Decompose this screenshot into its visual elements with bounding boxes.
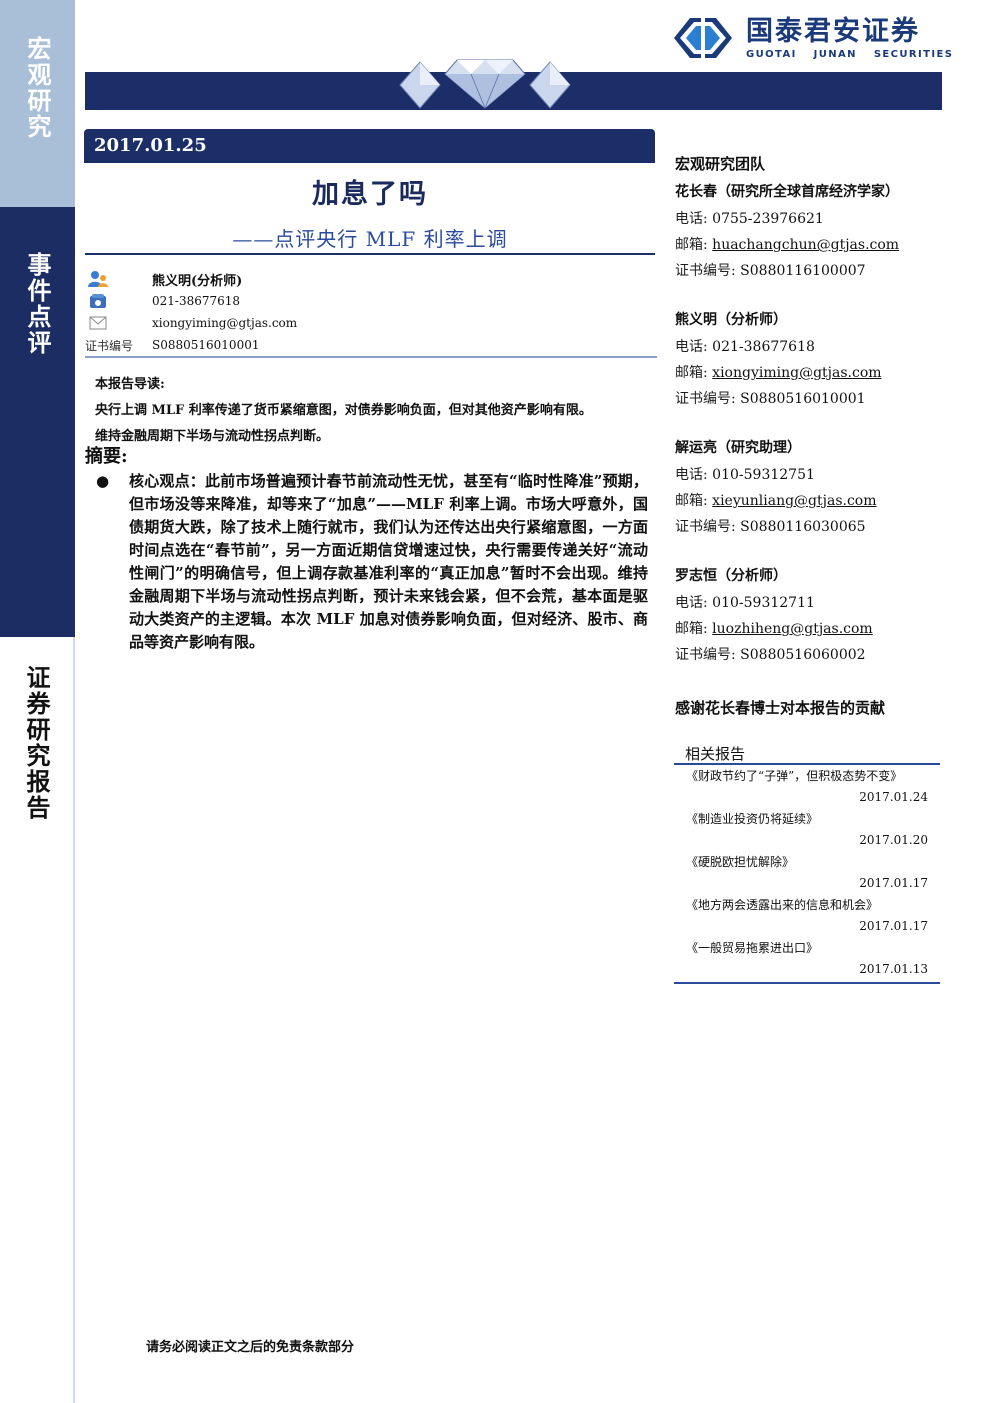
brand-name-cn: 国泰君安证券: [746, 15, 920, 47]
author-email[interactable]: xiongyiming@gtjas.com: [152, 316, 298, 330]
sidebar-category: 宏观研究: [0, 0, 75, 207]
related-item-date: 2017.01.17: [859, 876, 928, 890]
author-phone-row: 021-38677618: [85, 290, 655, 312]
email-label: 邮箱:: [675, 365, 708, 381]
member-cert: S0880516060002: [740, 647, 866, 663]
sidebar-type: 事件点评: [0, 207, 75, 637]
member-cert: S0880116030065: [740, 519, 866, 535]
member-email-link[interactable]: huachangchun@gtjas.com: [712, 237, 900, 253]
author-divider: [85, 356, 657, 358]
team-member: 熊义明（分析师） 电话: 021-38677618 邮箱: xiongyimin…: [675, 306, 941, 412]
cert-label: 证书编号:: [675, 391, 736, 407]
phone-label: 电话:: [675, 339, 708, 355]
member-name: 熊义明（分析师）: [675, 312, 787, 328]
author-email-row: xiongyiming@gtjas.com: [85, 312, 655, 334]
team-member: 解运亮（研究助理） 电话: 010-59312751 邮箱: xieyunlia…: [675, 434, 941, 540]
title-divider: [85, 253, 655, 255]
related-item-title: 《硬脱欧担忧解除》: [686, 855, 795, 869]
member-email-link[interactable]: luozhiheng@gtjas.com: [712, 621, 873, 637]
bullet-icon: ●: [96, 472, 110, 490]
report-date-bar: 2017.01.25: [84, 129, 655, 163]
brand-logo-icon: [674, 18, 732, 58]
member-name: 解运亮（研究助理）: [675, 440, 801, 456]
thanks-note: 感谢花长春博士对本报告的贡献: [675, 699, 886, 717]
diamond-decoration-icon: [399, 59, 571, 109]
member-name: 罗志恒（分析师）: [675, 568, 787, 584]
member-phone: 021-38677618: [712, 339, 815, 355]
phone-icon: [90, 294, 106, 308]
related-item-title: 《财政节约了“子弹”，但积极态势不变》: [686, 769, 903, 783]
cert-label: 证书编号:: [675, 263, 736, 279]
member-cert: S0880116100007: [740, 263, 866, 279]
related-divider: [674, 982, 940, 984]
author-name: 熊义明(分析师): [152, 273, 243, 289]
summary-body: ● 核心观点：此前市场普遍预计春节前流动性无忧，甚至有“临时性降准”预期，但市场…: [96, 470, 648, 654]
member-phone: 010-59312711: [712, 595, 815, 611]
author-cert: S0880516010001: [152, 338, 260, 352]
guide-heading: 本报告导读:: [95, 377, 165, 392]
research-team: 宏观研究团队 花长春（研究所全球首席经济学家） 电话: 0755-2397662…: [675, 152, 941, 668]
member-name: 花长春（研究所全球首席经济学家）: [675, 184, 899, 200]
related-item[interactable]: 《一般贸易拖累进出口》 2017.01.13: [674, 937, 940, 980]
related-item-title: 《一般贸易拖累进出口》: [686, 941, 819, 955]
member-phone: 010-59312751: [712, 467, 815, 483]
author-block: 熊义明(分析师) 021-38677618 xiongyiming@gtjas.…: [85, 268, 655, 356]
phone-label: 电话:: [675, 595, 708, 611]
brand-name-en: GUOTAI JUNAN SECURITIES: [746, 48, 954, 60]
member-email-link[interactable]: xiongyiming@gtjas.com: [712, 365, 882, 381]
guide-line: 央行上调 MLF 利率传递了货币紧缩意图，对债券影响负面，但对其他资产影响有限。: [95, 403, 592, 418]
report-guide: 本报告导读: 央行上调 MLF 利率传递了货币紧缩意图，对债券影响负面，但对其他…: [95, 372, 655, 450]
related-item-date: 2017.01.17: [859, 919, 928, 933]
report-subtitle: ——点评央行 MLF 利率上调: [232, 227, 508, 251]
guide-line: 维持金融周期下半场与流动性拐点判断。: [95, 429, 330, 444]
email-label: 邮箱:: [675, 493, 708, 509]
related-item-title: 《制造业投资仍将延续》: [686, 812, 819, 826]
mail-icon: [89, 316, 107, 330]
author-cert-label: 证书编号: [85, 338, 134, 353]
disclaimer-footer: 请务必阅读正文之后的免责条款部分: [146, 1340, 355, 1355]
team-member: 花长春（研究所全球首席经济学家） 电话: 0755-23976621 邮箱: h…: [675, 178, 941, 284]
related-reports: 相关报告 《财政节约了“子弹”，但积极态势不变》 2017.01.24 《制造业…: [674, 743, 940, 984]
person-icon: [88, 271, 108, 287]
phone-label: 电话:: [675, 467, 708, 483]
sidebar-doc-label: 证券研究报告: [22, 665, 51, 821]
related-heading: 相关报告: [674, 743, 940, 765]
related-item[interactable]: 《硬脱欧担忧解除》 2017.01.17: [674, 851, 940, 894]
related-item-date: 2017.01.20: [859, 833, 928, 847]
author-cert-row: 证书编号 S0880516010001: [85, 334, 655, 356]
related-item-date: 2017.01.24: [859, 790, 928, 804]
brand-logo: 国泰君安证券 GUOTAI JUNAN SECURITIES: [672, 12, 953, 64]
author-phone: 021-38677618: [152, 294, 241, 308]
phone-label: 电话:: [675, 211, 708, 227]
related-item[interactable]: 《地方两会透露出来的信息和机会》 2017.01.17: [674, 894, 940, 937]
summary-heading: 摘要:: [85, 446, 128, 467]
team-member: 罗志恒（分析师） 电话: 010-59312711 邮箱: luozhiheng…: [675, 562, 941, 668]
report-title: 加息了吗: [312, 179, 428, 210]
cert-label: 证书编号:: [675, 519, 736, 535]
related-item[interactable]: 《制造业投资仍将延续》 2017.01.20: [674, 808, 940, 851]
author-name-row: 熊义明(分析师): [85, 268, 655, 290]
member-cert: S0880516010001: [740, 391, 866, 407]
email-label: 邮箱:: [675, 237, 708, 253]
report-date: 2017.01.25: [94, 135, 207, 156]
member-email-link[interactable]: xieyunliang@gtjas.com: [712, 493, 877, 509]
sidebar-category-label: 宏观研究: [23, 36, 52, 140]
related-item-date: 2017.01.13: [859, 962, 928, 976]
summary-text: 核心观点：此前市场普遍预计春节前流动性无忧，甚至有“临时性降准”预期，但市场没等…: [129, 472, 648, 651]
sidebar-type-label: 事件点评: [23, 252, 52, 356]
related-item[interactable]: 《财政节约了“子弹”，但积极态势不变》 2017.01.24: [674, 765, 940, 808]
member-phone: 0755-23976621: [712, 211, 824, 227]
cert-label: 证书编号:: [675, 647, 736, 663]
email-label: 邮箱:: [675, 621, 708, 637]
left-sidebar: 宏观研究 事件点评 证券研究报告: [0, 0, 75, 1403]
team-heading: 宏观研究团队: [675, 155, 766, 173]
related-item-title: 《地方两会透露出来的信息和机会》: [686, 898, 879, 912]
sidebar-doc: 证券研究报告: [0, 637, 75, 1403]
